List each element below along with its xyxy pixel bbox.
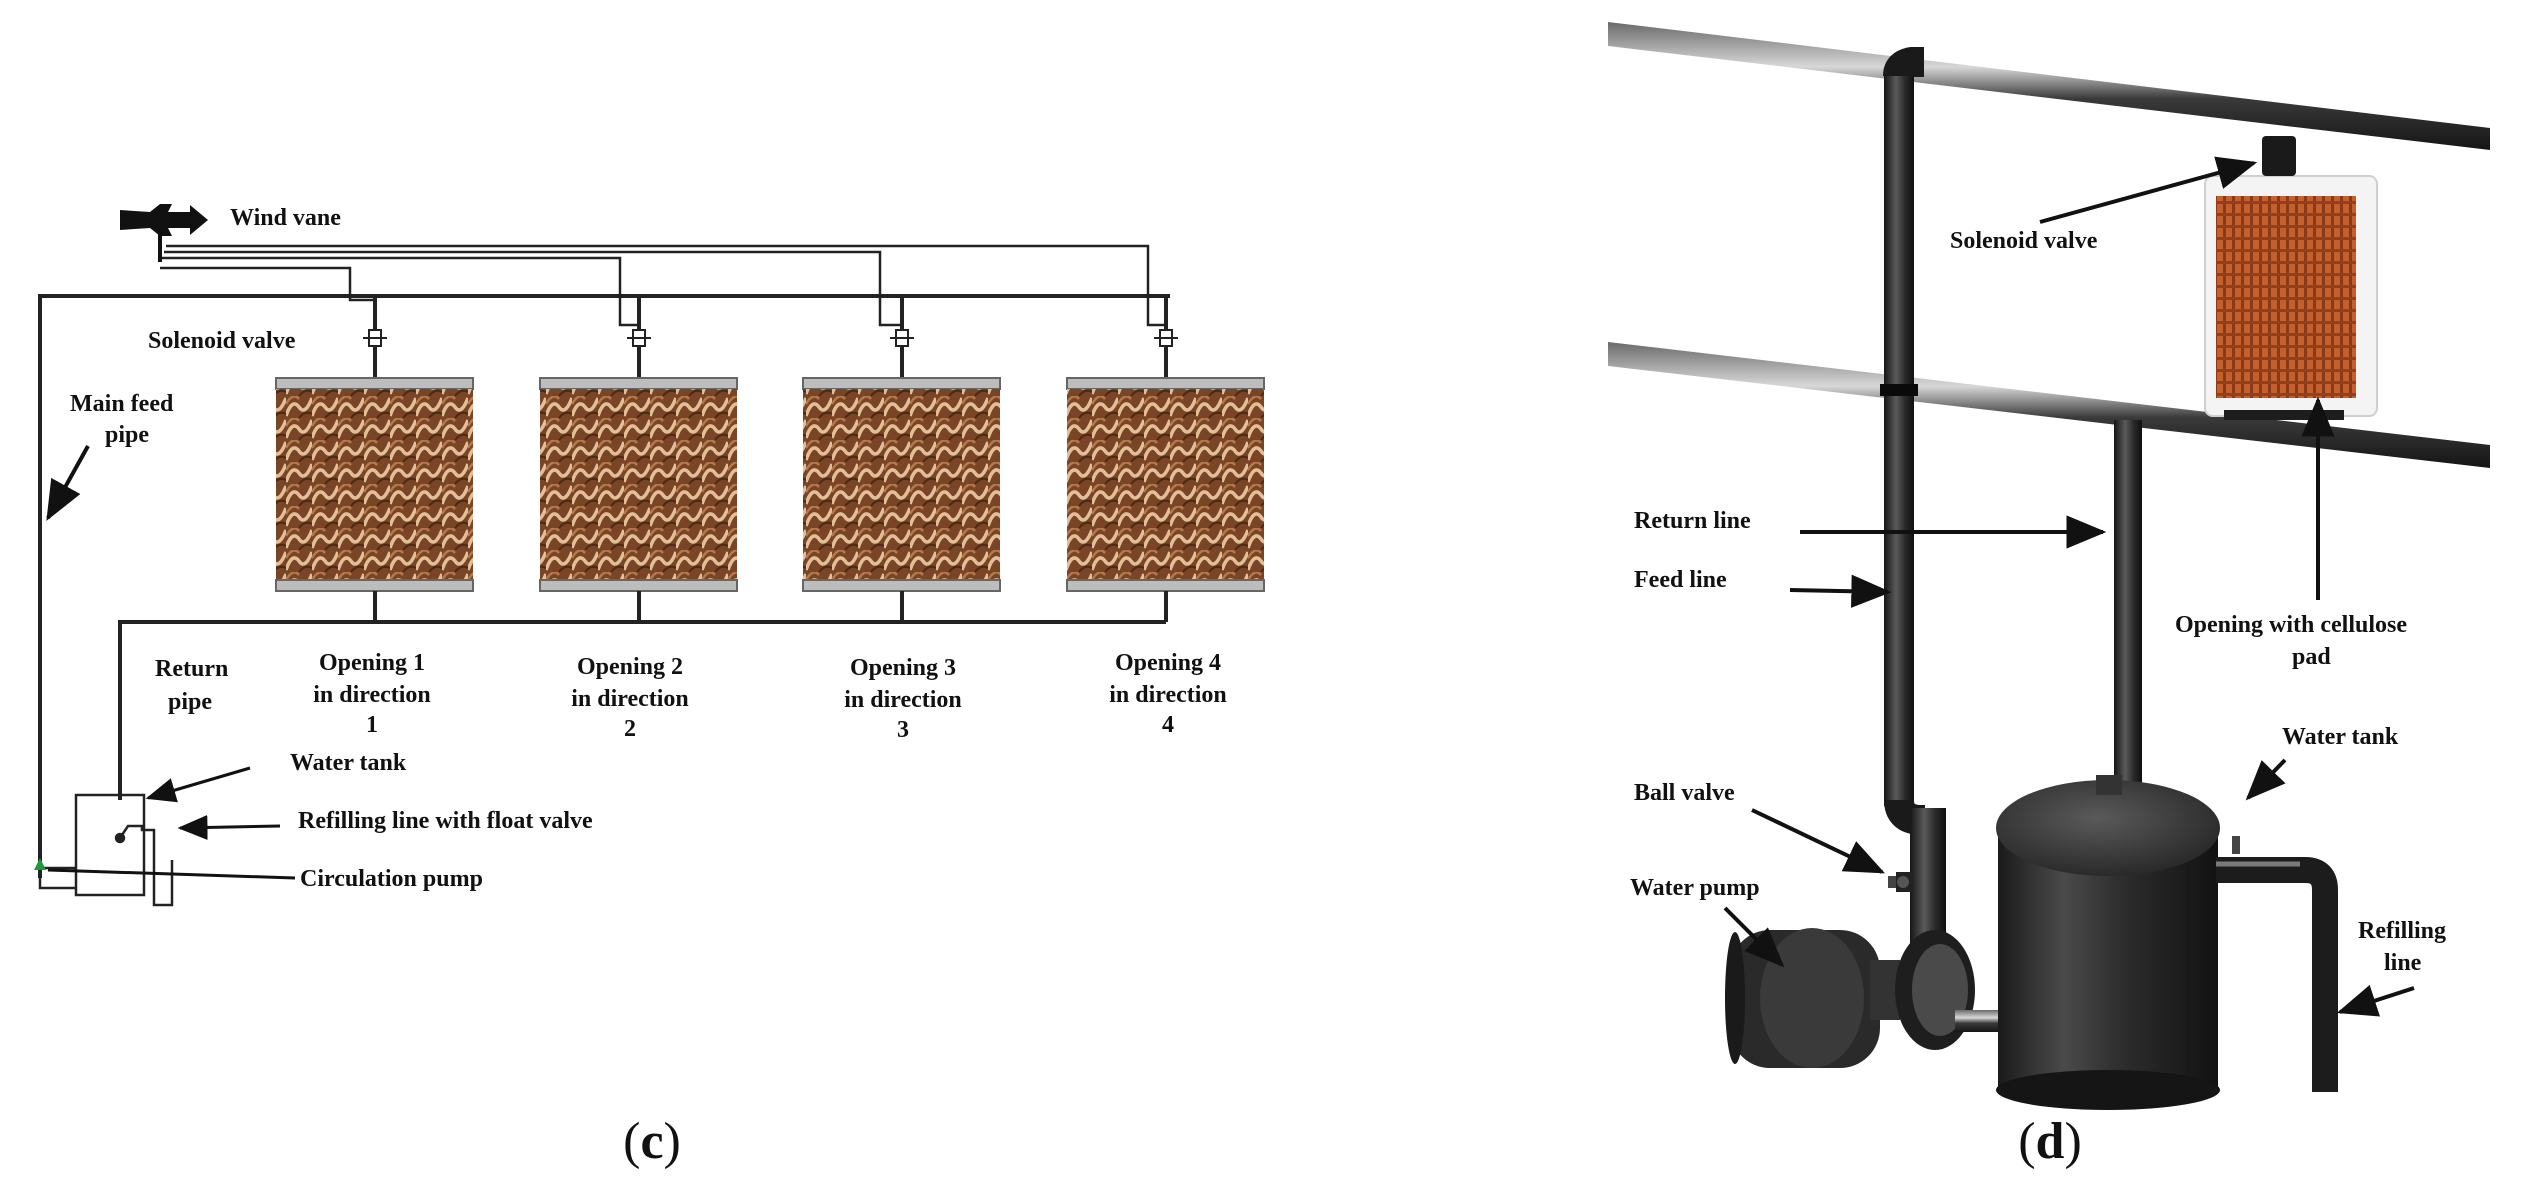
opening-label-4: Opening 4 in direction 4 — [1109, 650, 1227, 738]
pad-unit — [2204, 136, 2378, 420]
opening-label-d-1: Opening with cellulose — [2175, 612, 2407, 638]
opening-4-line2: in direction — [1109, 682, 1227, 708]
water-tank-label-d: Water tank — [2282, 724, 2399, 750]
caption-c-open: ( — [623, 1113, 640, 1170]
main-feed-label-2: pipe — [105, 422, 149, 448]
opening-label-1: Opening 1 in direction 1 — [313, 650, 431, 738]
solenoid-valve-label-d: Solenoid valve — [1950, 228, 2098, 254]
solenoid-valve-label: Solenoid valve — [148, 328, 296, 354]
opening-3-line1: Opening 3 — [850, 655, 956, 681]
opening-labels: Opening 1 in direction 1 Opening 2 in di… — [313, 650, 1227, 743]
refilling-label-d-2: line — [2384, 950, 2422, 976]
opening-1-line2: in direction — [313, 682, 431, 708]
solenoid-valve-icon — [890, 329, 914, 347]
main-feed-arrow — [46, 445, 90, 521]
water-pump-label: Water pump — [1630, 875, 1760, 901]
top-rail-pipe — [1608, 22, 2490, 150]
solenoid-valve-icon — [627, 329, 651, 347]
circulation-pump-label: Circulation pump — [300, 866, 483, 892]
solenoid-valves — [363, 329, 1178, 347]
caption-c: (c) — [623, 1113, 681, 1170]
return-pipe-label-2: pipe — [168, 689, 212, 715]
solenoid-valve-icon — [1154, 329, 1178, 347]
opening-3-line3: 3 — [897, 717, 909, 743]
caption-d-open: ( — [2018, 1113, 2035, 1170]
opening-1-line1: Opening 1 — [319, 650, 425, 676]
caption-d: (d) — [2018, 1113, 2082, 1170]
opening-label-3: Opening 3 in direction 3 — [844, 655, 962, 743]
caption-d-close: ) — [2064, 1113, 2081, 1170]
main-feed-label-1: Main feed — [70, 391, 174, 417]
water-tank-d — [1996, 775, 2220, 1110]
return-line-label: Return line — [1634, 508, 1751, 534]
opening-label-2: Opening 2 in direction 2 — [571, 654, 689, 742]
cellulose-pad-2 — [539, 377, 738, 592]
return-pipe-label-1: Return — [155, 656, 228, 682]
cellulose-pad-1 — [275, 377, 474, 592]
opening-2-line1: Opening 2 — [577, 654, 683, 680]
refilling-line-label-c: Refilling line with float valve — [298, 808, 593, 834]
feed-line-pipe — [1880, 47, 1946, 958]
opening-1-line3: 1 — [366, 712, 378, 738]
opening-3-line2: in direction — [844, 687, 962, 713]
ball-valve-icon — [1888, 872, 1912, 892]
refilling-arrow-c — [177, 814, 281, 840]
opening-4-line1: Opening 4 — [1115, 650, 1221, 676]
cellulose-pads — [275, 377, 1265, 592]
return-pipe — [118, 591, 1168, 800]
circulation-pump-leader — [47, 868, 296, 880]
solenoid-valve-icon — [363, 329, 387, 347]
annotation-arrows-d — [1723, 156, 2415, 1017]
control-wires — [160, 244, 1165, 327]
caption-c-letter: c — [640, 1113, 663, 1170]
opening-2-line3: 2 — [624, 716, 636, 742]
caption-d-letter: d — [2036, 1113, 2065, 1170]
refilling-line-pipe — [2216, 836, 2338, 1092]
water-tank-arrow-c — [145, 766, 251, 803]
water-pump-icon — [1725, 928, 2005, 1068]
circulation-pump-icon — [34, 858, 46, 870]
opening-2-line2: in direction — [571, 686, 689, 712]
return-line-pipe — [2114, 420, 2142, 792]
opening-label-d-2: pad — [2292, 644, 2331, 670]
cellulose-pad-4 — [1066, 377, 1265, 592]
feed-line-label: Feed line — [1634, 567, 1727, 593]
wind-vane-label: Wind vane — [230, 205, 341, 231]
refilling-label-d-1: Refilling — [2358, 918, 2446, 944]
opening-4-line3: 4 — [1162, 712, 1174, 738]
ball-valve-label: Ball valve — [1634, 780, 1735, 806]
water-tank-label-c: Water tank — [290, 750, 407, 776]
middle-rail-pipe — [1608, 342, 2490, 468]
caption-c-close: ) — [664, 1113, 681, 1170]
wind-vane-icon — [120, 204, 208, 262]
panel-d: Solenoid valve Return line Feed line Ope… — [1608, 22, 2490, 1170]
cellulose-pad-3 — [802, 377, 1001, 592]
solenoid-valve-box-icon — [2262, 136, 2296, 176]
water-tank-c — [38, 793, 174, 907]
panel-c: Wind vane Solenoid valve — [34, 204, 1265, 1170]
